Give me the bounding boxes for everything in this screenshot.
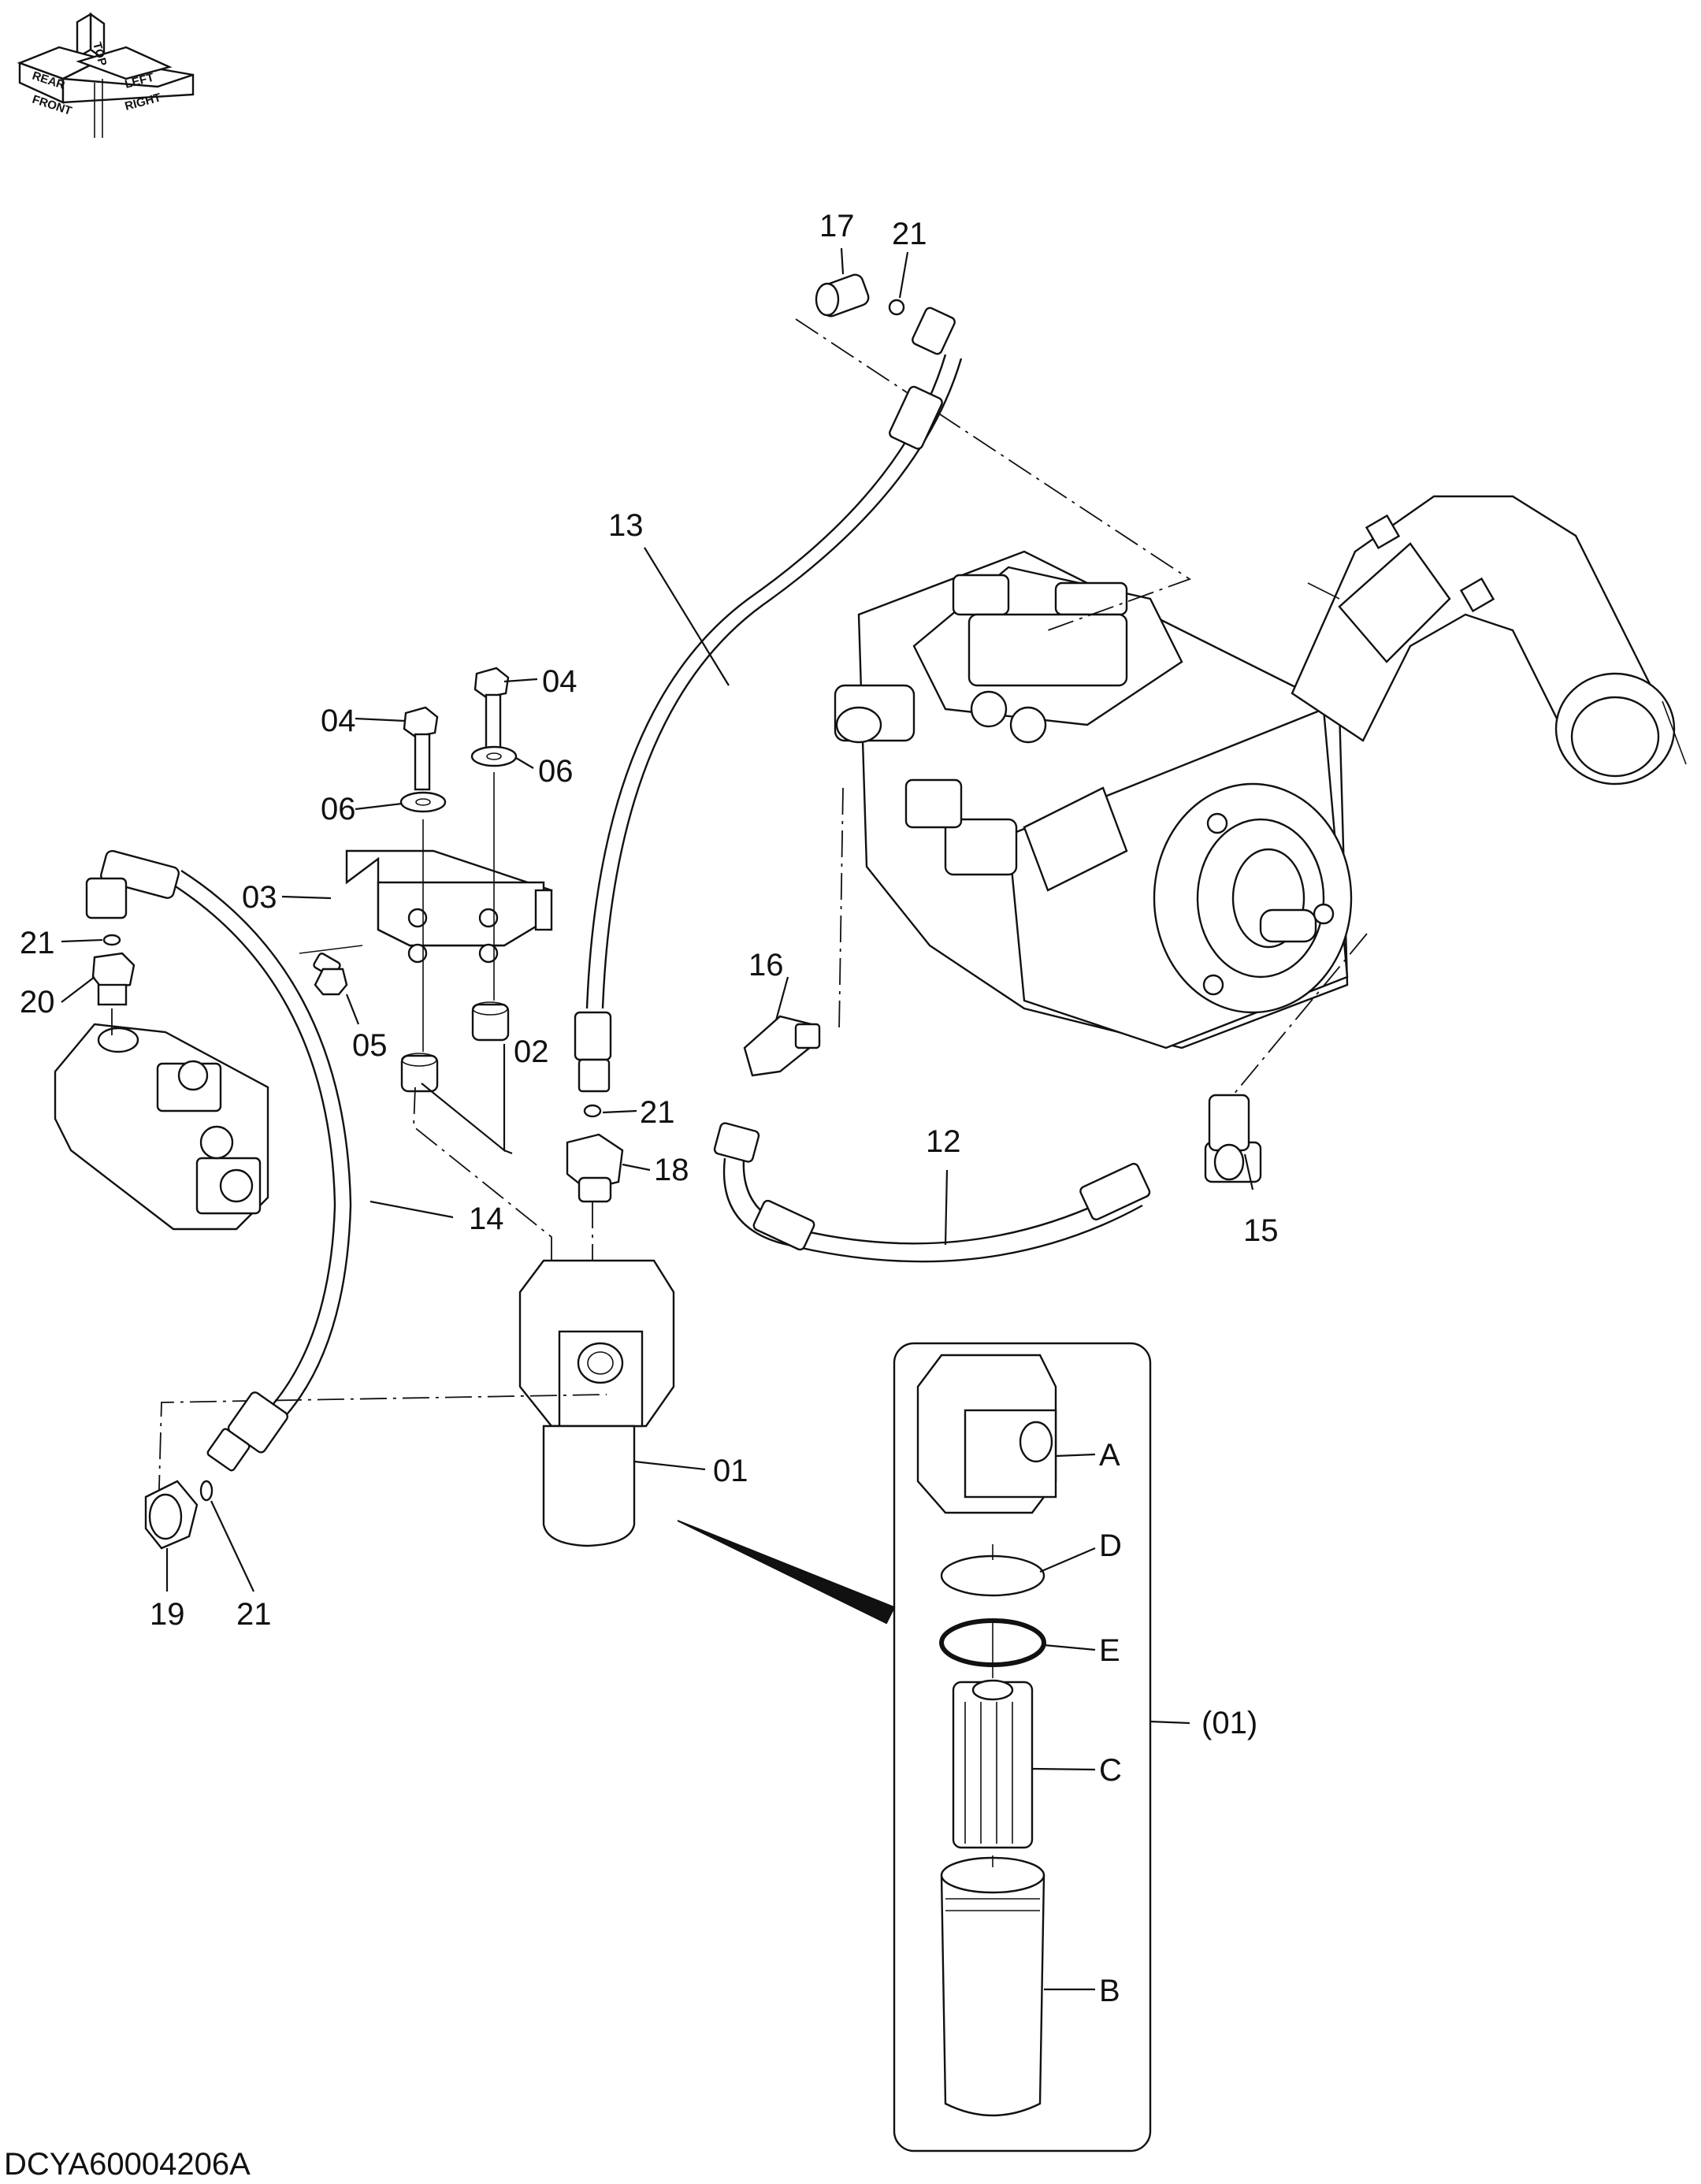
filter-01 [518,1259,675,1547]
grommet-02-b [471,1001,510,1042]
callout-C: C [1099,1753,1122,1788]
callout-A: A [1099,1438,1120,1473]
callout-04-a: 04 [542,664,578,699]
fitting-20 [91,952,136,1006]
callout-01: 01 [713,1454,748,1488]
callout-06-a: 06 [321,792,356,826]
bolt-04-a [403,706,439,791]
callout-15: 15 [1243,1213,1279,1248]
fitting-17 [815,273,870,318]
callout-12: 12 [926,1124,961,1159]
o-ring-21-c [102,934,121,946]
washer-06-a [399,791,447,813]
hydraulic-pump [834,495,1687,1049]
callout-B: B [1099,1974,1120,2008]
callout-detail-01: (01) [1201,1706,1257,1740]
bolt-04-b [474,667,510,752]
hose-12 [713,1122,1151,1263]
document-id: DCYA60004206A [4,2147,251,2182]
fitting-18 [566,1133,624,1203]
callout-18: 18 [654,1153,689,1187]
detail-box [893,1342,1152,2152]
callout-E: E [1099,1633,1120,1668]
callout-21-b: 21 [640,1095,675,1130]
o-ring-21-b [583,1104,602,1118]
callout-21-a: 21 [892,217,927,251]
orientation-cube-icon: FRONT TOP RIGHT LEFT REAR [17,12,195,138]
callout-06-b: 06 [538,754,574,789]
callout-02: 02 [514,1034,549,1069]
grommet-02-a [400,1053,439,1093]
fitting-15 [1204,1094,1262,1183]
callout-17: 17 [819,209,855,243]
hose-13 [574,306,963,1093]
callout-D: D [1099,1528,1122,1563]
callout-21-c: 21 [20,926,55,960]
valve-block [54,1023,269,1231]
callout-21-d: 21 [236,1597,272,1632]
callout-19: 19 [150,1597,185,1632]
bolt-05 [313,953,348,996]
callout-16: 16 [748,948,784,982]
callout-14: 14 [469,1202,504,1236]
fitting-16 [743,1015,821,1077]
washer-06-b [470,745,518,767]
callout-05: 05 [352,1028,388,1063]
detail-pointer [677,1520,896,1625]
callout-04-b: 04 [321,704,356,738]
o-ring-21-d [199,1480,214,1502]
fitting-19 [144,1480,199,1550]
o-ring-21-a [888,299,905,316]
callout-13: 13 [608,508,644,543]
hose-14 [85,849,352,1472]
callout-20: 20 [20,985,55,1020]
callout-03: 03 [242,880,277,915]
bracket-03 [345,849,553,964]
